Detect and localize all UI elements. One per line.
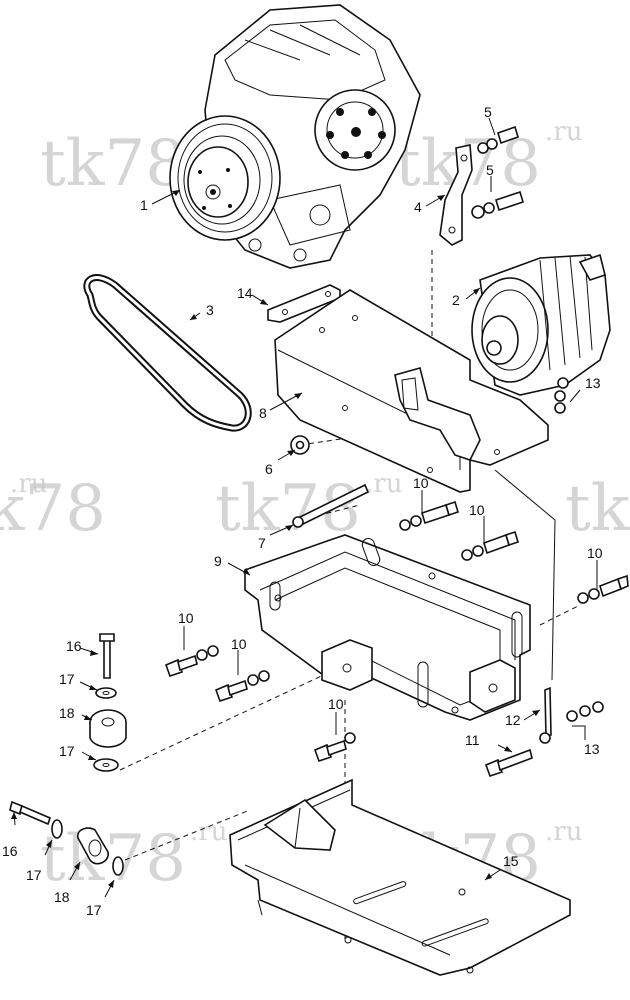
- base-plate: [229, 778, 571, 976]
- flat-washer: [290, 435, 310, 455]
- watermark-suffix: .ru: [545, 817, 582, 847]
- callout-6: 6: [265, 461, 273, 477]
- alternator-bracket: [274, 289, 549, 493]
- hex-bolt-set: [399, 500, 459, 531]
- adjusting-rod: [539, 686, 552, 744]
- callout-9: 9: [214, 553, 222, 569]
- callout-15: 15: [503, 853, 519, 869]
- nut-and-washer: [554, 377, 569, 414]
- drive-belt: [83, 274, 252, 432]
- callout-10: 10: [469, 502, 485, 518]
- isolator-washer: [112, 856, 124, 876]
- callout-2: 2: [452, 292, 460, 308]
- watermark-text: tk78: [565, 472, 630, 546]
- callout-10: 10: [178, 610, 194, 626]
- callout-16: 16: [66, 638, 82, 654]
- callout-5: 5: [486, 162, 494, 178]
- hex-bolt-set: [313, 732, 356, 763]
- hex-bolt-set: [164, 645, 219, 678]
- watermark-suffix: .ru: [10, 469, 47, 499]
- hex-bolt-set: [577, 574, 629, 604]
- callout-10: 10: [587, 545, 603, 561]
- callout-13: 13: [585, 375, 601, 391]
- callout-1: 1: [140, 197, 148, 213]
- callout-17: 17: [26, 867, 42, 883]
- watermark-text: tk78: [0, 472, 106, 546]
- callout-5: 5: [484, 104, 492, 120]
- alternator: [471, 253, 611, 396]
- callout-3: 3: [206, 302, 214, 318]
- long-bolt: [292, 483, 370, 528]
- mounting-bracket: [439, 144, 473, 246]
- callout-18: 18: [54, 889, 70, 905]
- hex-bolt-set: [461, 530, 519, 561]
- leader-lines: [11, 117, 598, 898]
- callout-10: 10: [231, 636, 247, 652]
- hex-bolt-set: [214, 670, 270, 703]
- watermark-text: tk78: [40, 127, 186, 201]
- isolator-washer: [93, 758, 119, 772]
- callout-labels: 1 2 3 4 5 5 6 7 8 9 10 10 10 10 10 10 11…: [2, 104, 603, 918]
- mounting-base-frame: [244, 534, 531, 721]
- callout-11: 11: [465, 732, 480, 748]
- isolator-washer: [51, 819, 63, 839]
- callout-10: 10: [328, 696, 344, 712]
- rubber-isolator: [89, 709, 127, 748]
- callout-16: 16: [2, 843, 18, 859]
- callout-17: 17: [59, 743, 75, 759]
- rubber-isolator: [77, 827, 109, 865]
- hex-bolt: [484, 748, 533, 778]
- callout-10: 10: [413, 475, 429, 491]
- watermark-suffix: .ru: [545, 117, 582, 147]
- hardware-bolt-washer: [471, 125, 524, 219]
- callout-8: 8: [259, 405, 267, 421]
- callout-7: 7: [258, 535, 266, 551]
- nut-and-washer: [566, 701, 604, 722]
- callout-18: 18: [59, 705, 75, 721]
- compressor-assembly: [169, 4, 421, 269]
- callout-12: 12: [505, 712, 521, 728]
- callout-17: 17: [59, 671, 75, 687]
- callout-17: 17: [86, 902, 102, 918]
- watermark-text: tk78: [215, 472, 361, 546]
- callout-4: 4: [414, 199, 422, 215]
- isolator-bolt: [9, 800, 51, 826]
- callout-13: 13: [584, 741, 600, 757]
- callout-14: 14: [237, 285, 253, 301]
- isolator-bolt: [99, 633, 115, 679]
- watermark-suffix: .ru: [365, 469, 402, 499]
- isolator-washer: [95, 687, 117, 699]
